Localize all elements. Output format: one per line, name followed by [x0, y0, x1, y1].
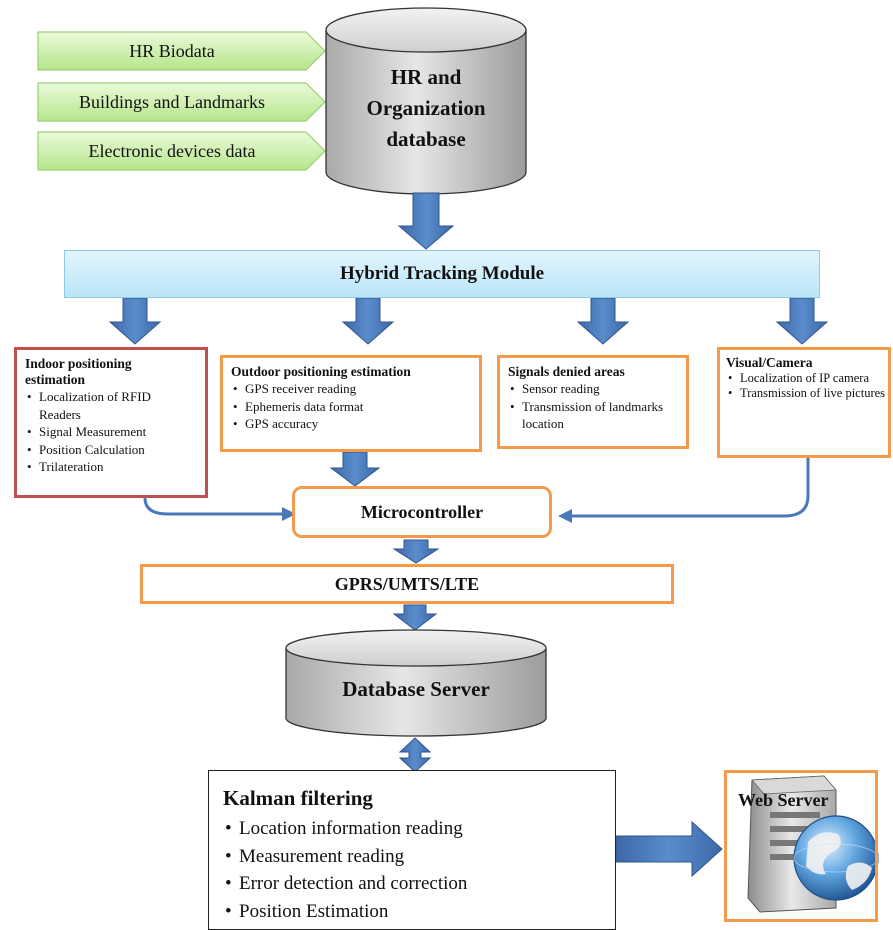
- arrow-outdoor-to-micro: [329, 451, 381, 487]
- list-item: GPS accuracy: [231, 415, 471, 433]
- arrow-module-to-outdoor: [341, 297, 395, 345]
- list-item: Measurement reading: [223, 843, 615, 871]
- input-electronic-devices: Electronic devices data: [88, 141, 256, 161]
- database-server-label: Database Server: [342, 677, 490, 701]
- indoor-title-line-2: estimation: [25, 372, 85, 387]
- indoor-positioning-box: Indoor positioning estimation Localizati…: [14, 347, 208, 498]
- list-item: Sensor reading: [508, 380, 678, 398]
- signals-title: Signals denied areas: [508, 364, 625, 379]
- arrow-network-to-dbserver: [392, 604, 438, 631]
- visual-camera-box: Visual/Camera Localization of IP camera …: [717, 347, 891, 458]
- list-item: Signal Measurement: [25, 423, 197, 441]
- indoor-list: Localization of RFID Readers Signal Meas…: [25, 388, 197, 476]
- arrow-module-to-signals: [576, 297, 630, 345]
- kalman-list: Location information reading Measurement…: [223, 815, 615, 925]
- database-server-cylinder: [285, 629, 547, 737]
- hr-database-line-1: HR and: [390, 65, 462, 89]
- connector-visual-to-micro: [558, 458, 810, 523]
- input-tag-shape-3: [37, 131, 326, 171]
- visual-title: Visual/Camera: [726, 355, 813, 370]
- hr-database-label: HR and Organization database: [326, 62, 526, 155]
- outdoor-list: GPS receiver reading Ephemeris data form…: [231, 380, 471, 433]
- list-item: GPS receiver reading: [231, 380, 471, 398]
- arrow-dbserver-kalman-bidirectional: [398, 737, 432, 773]
- globe-icon: [793, 815, 879, 901]
- hr-database-line-2: Organization: [366, 96, 486, 120]
- input-buildings-landmarks: Buildings and Landmarks: [79, 92, 265, 112]
- signals-list: Sensor reading Transmission of landmarks…: [508, 380, 678, 433]
- kalman-title: Kalman filtering: [223, 786, 373, 810]
- list-item: Transmission of live pictures: [726, 386, 890, 401]
- input-tag-shape-1: [37, 31, 326, 71]
- kalman-filtering-box: Kalman filtering Location information re…: [208, 770, 616, 930]
- indoor-title-line-1: Indoor positioning: [25, 356, 132, 371]
- connector-indoor-to-micro: [143, 497, 296, 521]
- arrow-module-to-visual: [775, 297, 829, 345]
- microcontroller-label: Microcontroller: [360, 501, 484, 522]
- list-item: Position Calculation: [25, 441, 197, 459]
- hybrid-tracking-module: Hybrid Tracking Module: [64, 250, 820, 298]
- arrow-db-to-module: [397, 192, 455, 250]
- list-item: Transmission of landmarks location: [508, 398, 672, 433]
- input-tag-shape-2: [37, 82, 326, 122]
- indoor-title: Indoor positioning estimation: [25, 356, 197, 388]
- microcontroller-box: Microcontroller: [292, 486, 552, 538]
- visual-list: Localization of IP camera Transmission o…: [726, 371, 885, 401]
- input-hr-biodata: HR Biodata: [129, 41, 215, 61]
- outdoor-title: Outdoor positioning estimation: [231, 364, 411, 379]
- hr-database-cylinder: [325, 7, 527, 195]
- hr-database-line-3: database: [386, 127, 466, 151]
- network-label: GPRS/UMTS/LTE: [334, 573, 480, 594]
- signals-denied-box: Signals denied areas Sensor reading Tran…: [497, 355, 689, 449]
- arrow-micro-to-network: [392, 539, 440, 564]
- list-item: Position Estimation: [223, 898, 615, 926]
- list-item: Ephemeris data format: [231, 398, 471, 416]
- list-item: Trilateration: [25, 458, 197, 476]
- web-server-label: Web Server: [738, 790, 829, 810]
- arrow-module-to-indoor: [108, 297, 162, 345]
- list-item: Localization of RFID Readers: [25, 388, 179, 423]
- hybrid-tracking-module-label: Hybrid Tracking Module: [339, 263, 545, 284]
- arrow-kalman-to-webserver: [615, 820, 723, 878]
- list-item: Error detection and correction: [223, 870, 615, 898]
- outdoor-positioning-box: Outdoor positioning estimation GPS recei…: [220, 355, 482, 452]
- list-item: Location information reading: [223, 815, 615, 843]
- network-box: GPRS/UMTS/LTE: [140, 564, 674, 604]
- list-item: Localization of IP camera: [726, 371, 875, 386]
- web-server-frame: [724, 770, 878, 922]
